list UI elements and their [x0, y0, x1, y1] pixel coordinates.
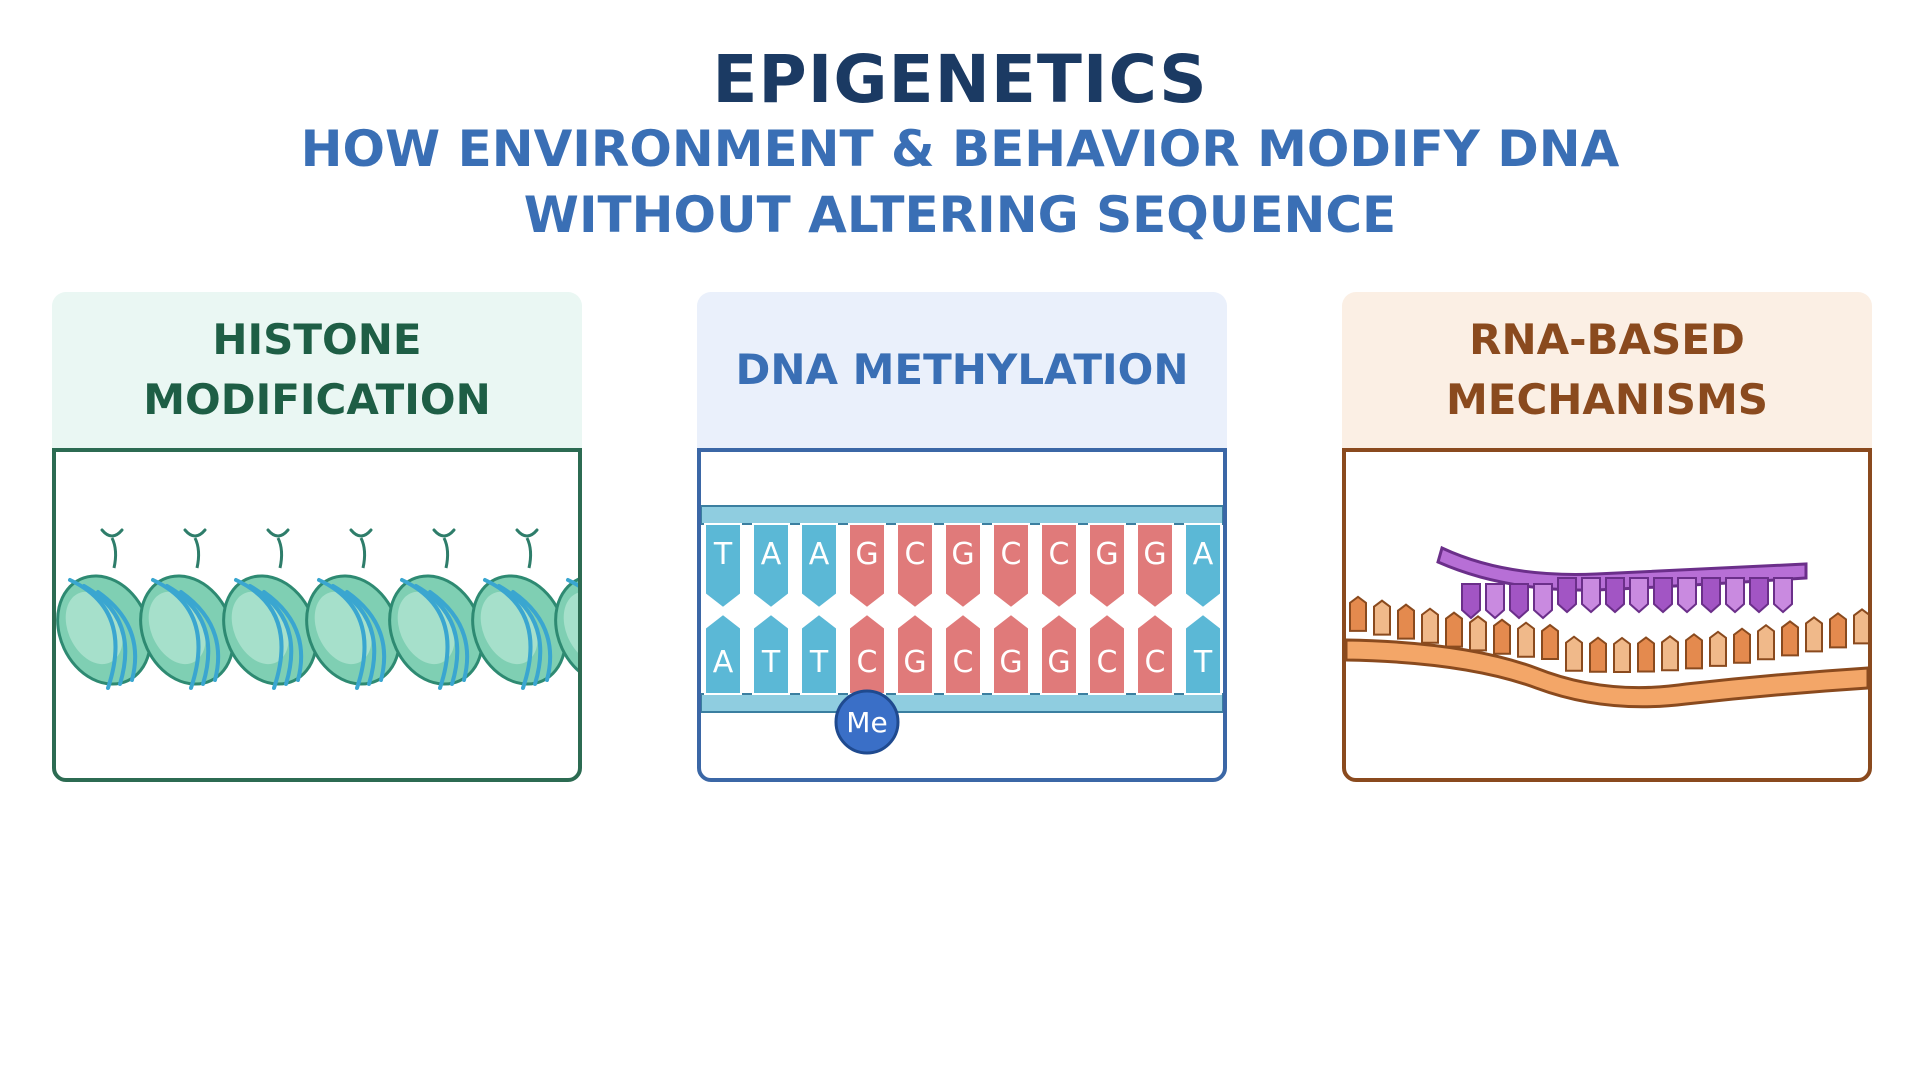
top-base-block — [944, 523, 982, 610]
bottom-base-block — [1184, 612, 1222, 695]
nucleosome — [222, 528, 318, 690]
top-base-block — [1184, 523, 1222, 610]
top-base-label: A — [1193, 537, 1214, 572]
bottom-base-block — [896, 612, 934, 695]
bottom-base-label: A — [713, 645, 734, 680]
base-pair: TA — [704, 523, 742, 695]
bottom-base-block — [944, 612, 982, 695]
top-base-block — [704, 523, 742, 610]
mrna-strand — [1346, 595, 1868, 709]
base-pair: CG — [1040, 523, 1078, 695]
nucleosome — [471, 528, 567, 690]
bottom-base-label: C — [1097, 645, 1118, 680]
histone-panel-header: HISTONE MODIFICATION — [52, 292, 582, 448]
methylation-title: DNA METHYLATION — [735, 345, 1189, 394]
top-base-label: G — [855, 537, 878, 572]
top-base-label: A — [761, 537, 782, 572]
base-pair: GC — [848, 523, 886, 695]
nucleosome — [56, 528, 152, 690]
rna-mechanisms-panel: RNA-BASED MECHANISMS — [1342, 292, 1872, 782]
top-base-block — [896, 523, 934, 610]
top-base-block — [752, 523, 790, 610]
histone-illustration-box — [52, 448, 582, 782]
top-base-label: G — [1143, 537, 1166, 572]
bottom-base-block — [800, 612, 838, 695]
bottom-base-label: C — [857, 645, 878, 680]
nucleosome — [388, 528, 484, 690]
methyl-group-icon: Me — [834, 689, 900, 755]
top-base-block — [1136, 523, 1174, 610]
rna-illustration-box — [1342, 448, 1872, 782]
base-pair: AT — [1184, 523, 1222, 695]
rna-title-line-2: MECHANISMS — [1445, 375, 1769, 424]
bottom-backbone — [701, 693, 1223, 713]
base-pair: AT — [752, 523, 790, 695]
rna-title-line-1: RNA-BASED — [1469, 315, 1745, 364]
rna-strand-icon — [1346, 545, 1868, 709]
page-subtitle: HOW ENVIRONMENT & BEHAVIOR MODIFY DNA WI… — [0, 116, 1920, 248]
subtitle-line-1: HOW ENVIRONMENT & BEHAVIOR MODIFY DNA — [300, 120, 1620, 178]
histone-title-line-2: MODIFICATION — [143, 375, 491, 424]
bottom-base-label: G — [1047, 645, 1070, 680]
top-base-block — [1040, 523, 1078, 610]
rna-panel-header: RNA-BASED MECHANISMS — [1342, 292, 1872, 448]
histone-modification-panel: HISTONE MODIFICATION — [52, 292, 582, 782]
top-base-label: A — [809, 537, 830, 572]
bottom-base-block — [992, 612, 1030, 695]
base-pair: AT — [800, 523, 838, 695]
bottom-base-label: G — [999, 645, 1022, 680]
base-pair: GC — [1088, 523, 1126, 695]
page-title: EPIGENETICS — [712, 41, 1208, 118]
bottom-base-label: C — [953, 645, 974, 680]
top-base-block — [800, 523, 838, 610]
base-pair: GC — [944, 523, 982, 695]
top-base-label: G — [1095, 537, 1118, 572]
top-base-block — [992, 523, 1030, 610]
top-base-label: C — [905, 537, 926, 572]
nucleosome-chain-icon — [56, 528, 578, 690]
base-pair: CG — [992, 523, 1030, 695]
bottom-base-label: C — [1145, 645, 1166, 680]
methyl-label: Me — [846, 706, 887, 739]
bottom-base-block — [1136, 612, 1174, 695]
subtitle-line-2: WITHOUT ALTERING SEQUENCE — [523, 186, 1397, 244]
bottom-base-block — [704, 612, 742, 695]
top-base-label: T — [713, 537, 733, 572]
bottom-base-block — [1088, 612, 1126, 695]
bottom-base-label: G — [903, 645, 926, 680]
top-base-label: C — [1001, 537, 1022, 572]
top-base-label: C — [1049, 537, 1070, 572]
base-pair: GC — [1136, 523, 1174, 695]
bottom-base-label: T — [1193, 645, 1213, 680]
top-base-label: G — [951, 537, 974, 572]
bottom-base-label: T — [761, 645, 781, 680]
base-pair: CG — [896, 523, 934, 695]
small-rna — [1436, 545, 1808, 620]
histone-title-line-1: HISTONE — [212, 315, 422, 364]
top-backbone — [701, 505, 1223, 525]
nucleosome — [554, 574, 578, 686]
top-base-block — [848, 523, 886, 610]
nucleosome — [305, 528, 401, 690]
bottom-base-label: T — [809, 645, 829, 680]
methylation-panel-header: DNA METHYLATION — [697, 292, 1227, 448]
bottom-base-block — [1040, 612, 1078, 695]
top-base-block — [1088, 523, 1126, 610]
bottom-base-block — [752, 612, 790, 695]
